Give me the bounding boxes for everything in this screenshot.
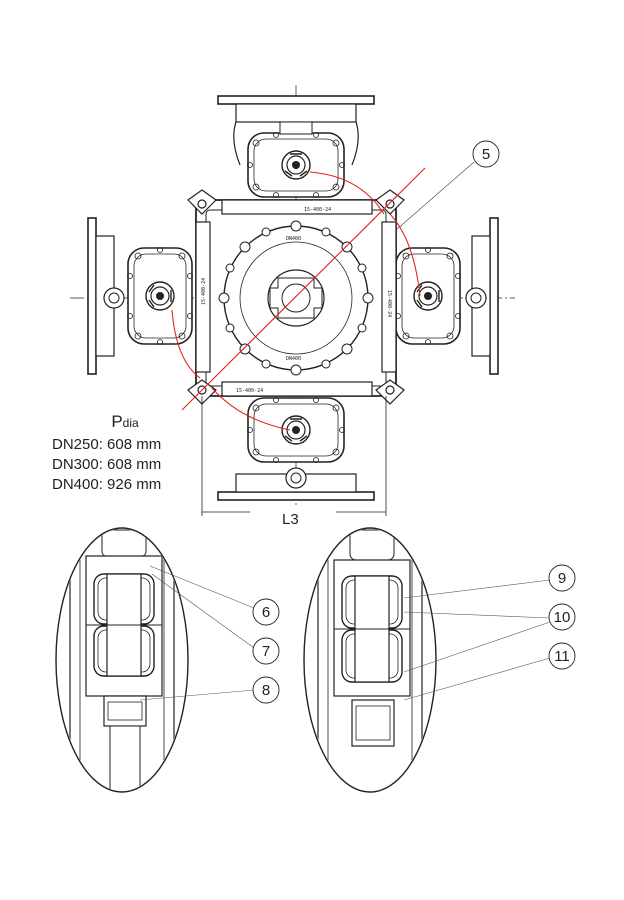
callout-8-label: 8 — [262, 682, 270, 699]
pdia-dn: DN300 — [52, 456, 99, 473]
callout-7: 7 — [252, 637, 280, 665]
bottom-branch — [217, 396, 375, 501]
center-mark-bottom: DN400 — [286, 356, 301, 362]
top-branch — [217, 95, 375, 199]
right-branch — [394, 217, 499, 375]
callout-11: 11 — [548, 642, 576, 670]
pdia-row: DN250: 608 mm — [52, 436, 162, 453]
callout-9-label: 9 — [558, 570, 566, 587]
right-actuator — [394, 246, 462, 346]
callout-5: 5 — [395, 140, 500, 231]
callout-6-label: 6 — [262, 604, 270, 621]
callout-10: 10 — [548, 603, 576, 631]
left-branch — [87, 217, 194, 375]
left-actuator — [126, 246, 194, 346]
callout-10-label: 10 — [554, 609, 571, 626]
pdia-heading: Pdia — [52, 412, 198, 433]
diagonal-indicator-lines — [171, 167, 426, 431]
pdia-dn: DN400 — [52, 476, 99, 493]
pdia-dn: DN250 — [52, 436, 99, 453]
callout-8: 8 — [252, 676, 280, 704]
callout-5-label: 5 — [482, 146, 490, 163]
pdia-subscript: dia — [122, 416, 139, 430]
bottom-actuator — [246, 396, 346, 464]
pdia-value: 926 mm — [107, 476, 162, 493]
center-mark-top: DN400 — [286, 236, 301, 242]
pdia-value: 608 mm — [107, 456, 162, 473]
dimension-l3-label: L3 — [282, 511, 299, 528]
detail-view-right: 9 10 11 — [303, 527, 576, 793]
pdia-symbol: P — [111, 412, 123, 431]
pdia-value: 608 mm — [107, 436, 162, 453]
plate-mark-left: 15-400-24 — [201, 278, 207, 305]
top-actuator — [246, 131, 346, 199]
plate-mark-bottom: 15-400-24 — [236, 388, 263, 394]
pdia-legend: Pdia DN250: 608 mm DN300: 608 mm DN400: … — [52, 412, 212, 495]
plate-mark-top: 15-400-24 — [304, 207, 331, 213]
pdia-row: DN400: 926 mm — [52, 476, 162, 493]
dimension-l3 — [201, 396, 387, 516]
callout-7-label: 7 — [262, 643, 270, 660]
callout-6: 6 — [252, 598, 280, 626]
callout-9: 9 — [548, 564, 576, 592]
callout-11-label: 11 — [554, 648, 570, 665]
detail-view-left: 6 7 8 — [55, 527, 280, 793]
plate-mark-right: 15-400-24 — [386, 290, 392, 317]
pdia-row: DN300: 608 mm — [52, 456, 162, 473]
